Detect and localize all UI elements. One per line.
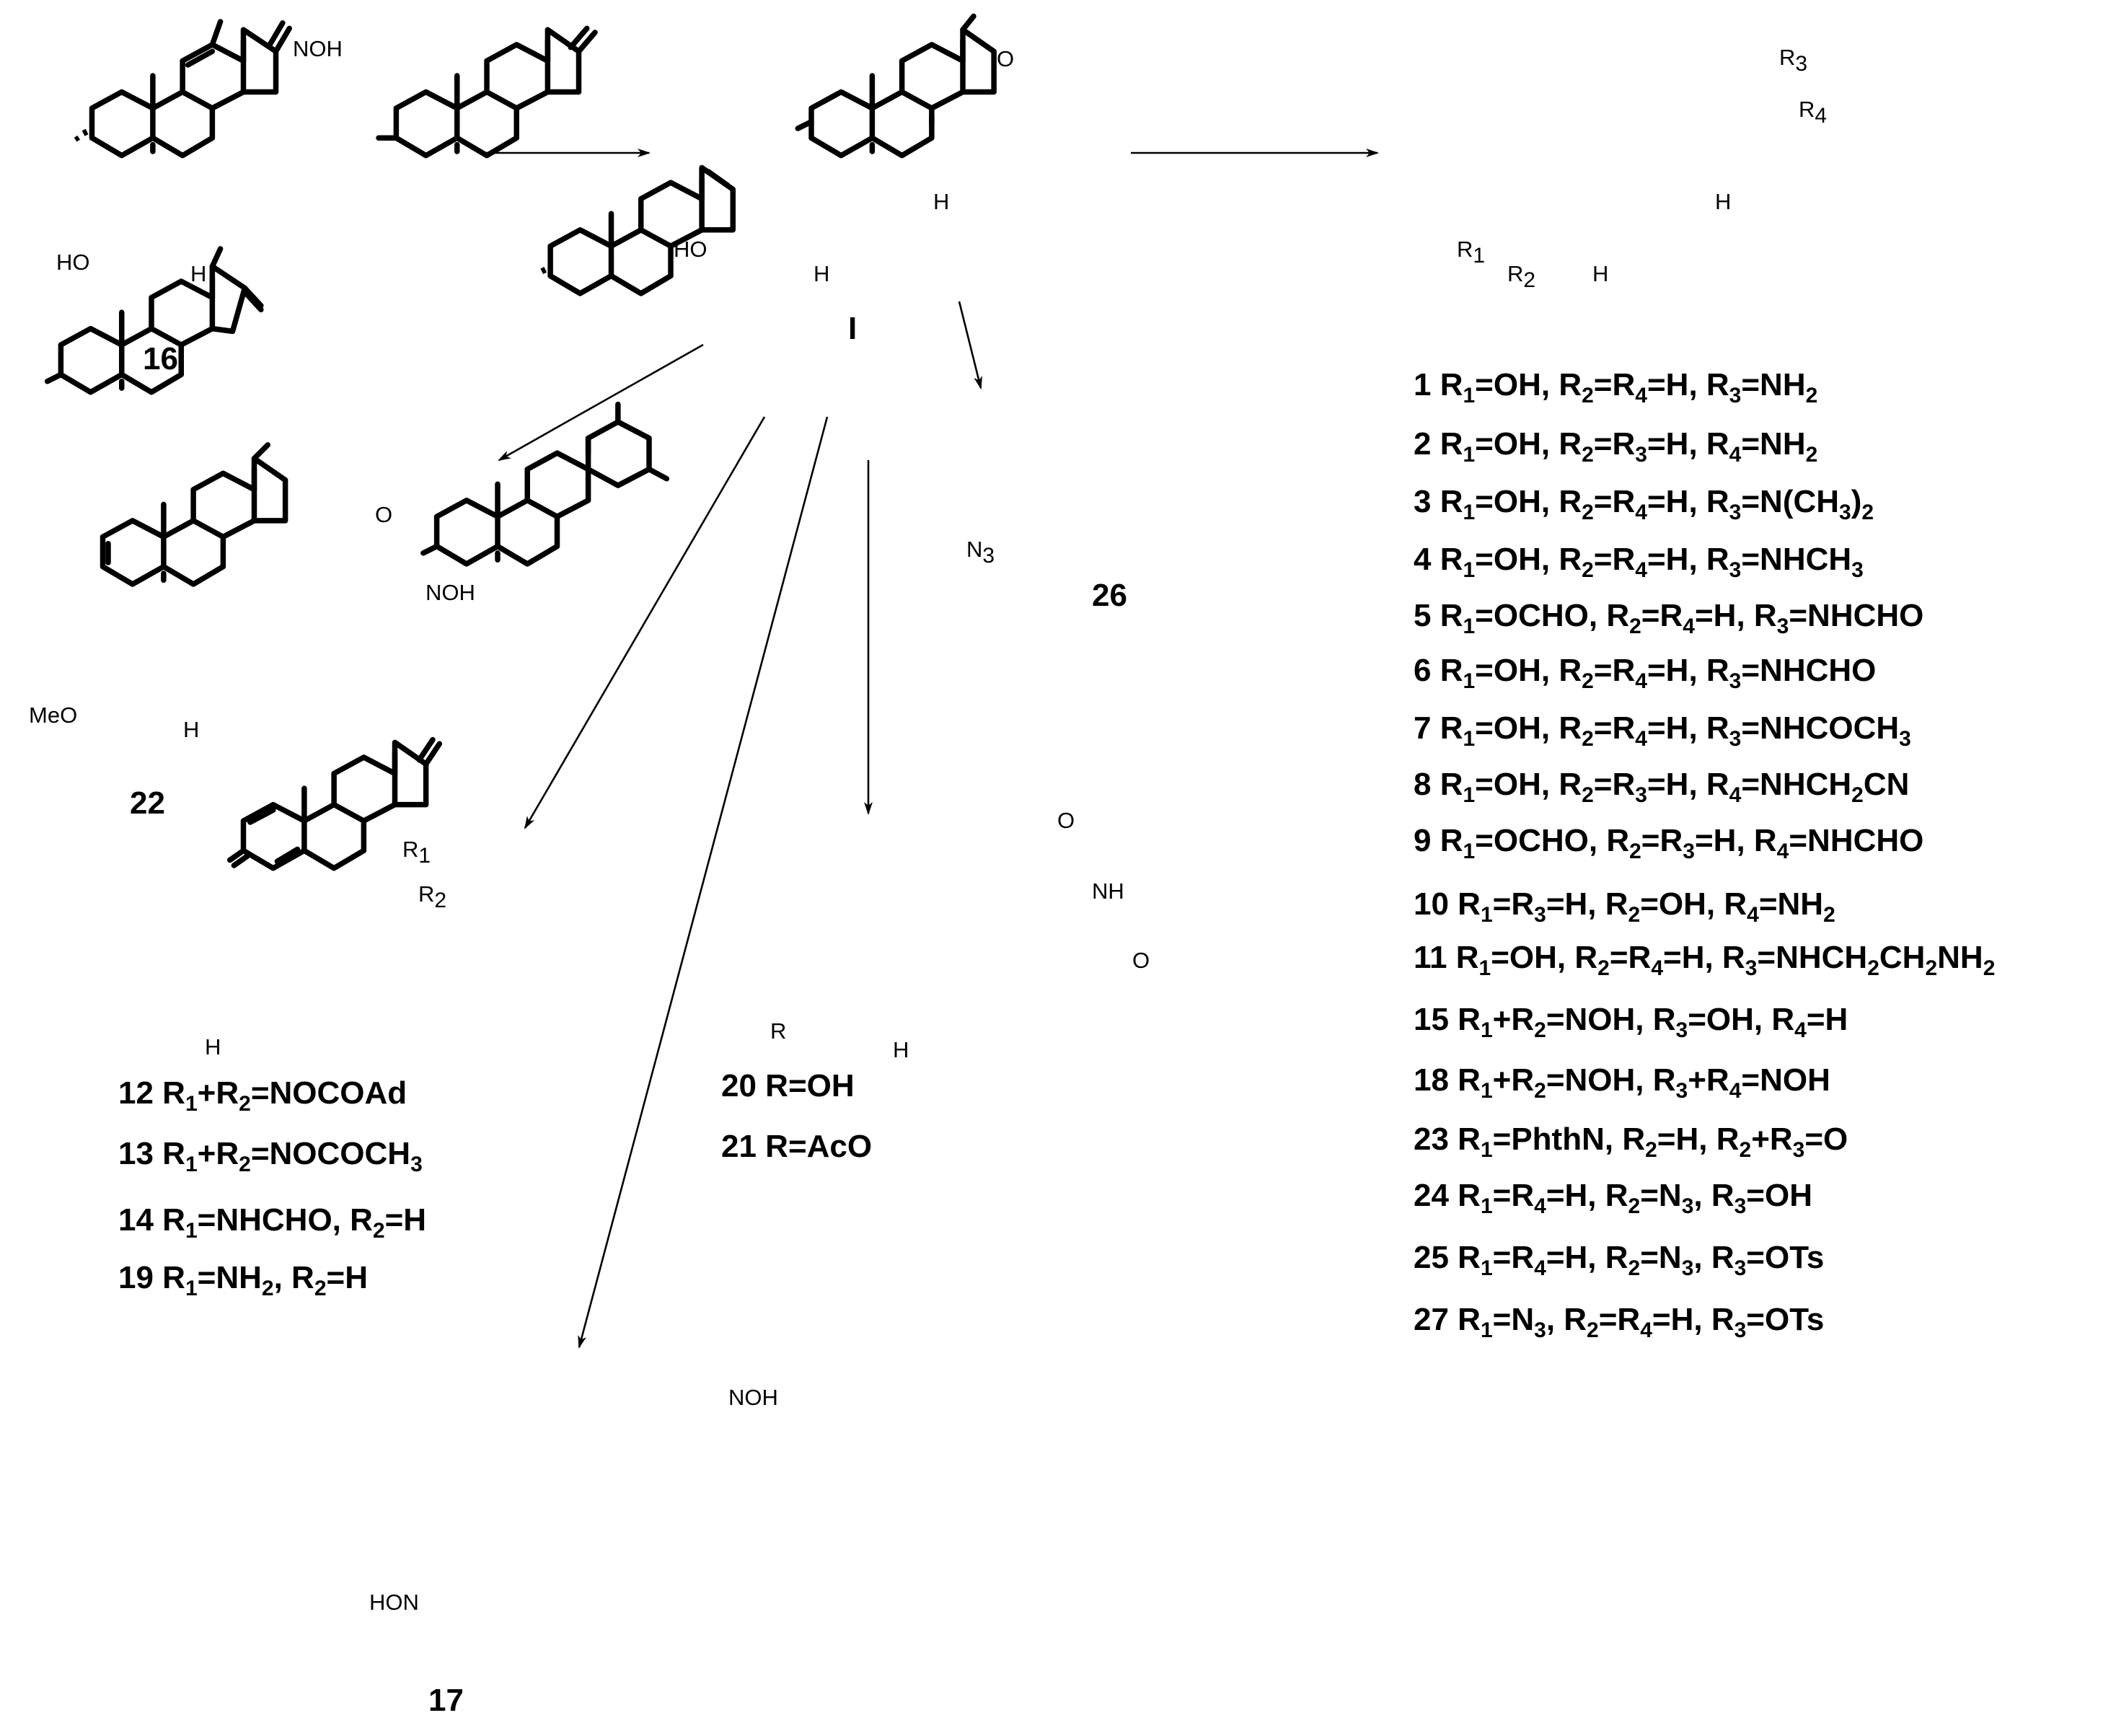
c20-nh-label: NH (1092, 878, 1124, 904)
compound-17-number: 17 (428, 1683, 464, 1718)
c16-noh-label: NOH (293, 36, 343, 61)
c20-o2-label: O (1132, 948, 1150, 973)
substituent-list-left: 12 R1+R2=NOCOAd 13 R1+R2=NOCOCH3 14 R1=NHC… (118, 1075, 426, 1300)
list-row-5: 5 R1=OCHO, R2=R4=H, R3=NHCHO (1414, 598, 1923, 638)
arrow-I-to-26 (958, 301, 982, 389)
list-row-13: 13 R1+R2=NOCOCH3 (118, 1136, 423, 1176)
cI-h14-label: H (933, 189, 949, 214)
list-row-4: 4 R1=OH, R2=R4=H, R3=NHCH3 (1414, 542, 1864, 582)
arrow-I-to-22 (498, 343, 704, 462)
cI-h5-label: H (814, 261, 829, 286)
c20-o1-label: O (1057, 808, 1075, 833)
list-row-15: 15 R1+R2=NOH, R3=OH, R4=H (1414, 1002, 1848, 1042)
compound-26-structure (540, 164, 736, 296)
list-row-25: 25 R1=R4=H, R2=N3, R3=OTs (1414, 1240, 1824, 1280)
c26-n3-label: N3 (966, 537, 995, 568)
c20-r-label: R (770, 1018, 786, 1044)
list-row-11: 11 R1=OH, R2=R4=H, R3=NHCH2CH2NH2 (1414, 940, 1995, 980)
c16-h-label: H (190, 261, 206, 286)
mid-list-row-1: 21 R=AcO (721, 1129, 872, 1164)
c17-hon-label: HON (369, 1590, 419, 1615)
compound-16-number: 16 (143, 341, 178, 376)
compound-16-structure (74, 19, 292, 159)
generic-r1-label: R1 (1457, 237, 1485, 268)
list-row-18: 18 R1+R2=NOH, R3+R4=NOH (1414, 1062, 1830, 1103)
compound-20-structure (420, 401, 670, 567)
list-row-9: 9 R1=OCHO, R2=R3=H, R4=NHCHO (1414, 823, 1923, 863)
cI-o-label: O (997, 46, 1014, 71)
mid-list-row-0: 20 R=OH (721, 1068, 855, 1103)
substituent-list-right: 1 R1=OH, R2=R4=H, R3=NH2 2 R1=OH, R2=R3=H… (1414, 367, 1995, 1342)
generic-r4-label: R4 (1799, 97, 1827, 128)
generic-r2-label: R2 (1507, 261, 1535, 292)
arrow-I-to-17 (578, 416, 829, 1349)
reaction-arrows (485, 149, 1379, 1349)
c16-ho-label: HO (56, 250, 90, 275)
c12-h-label: H (205, 1034, 221, 1059)
c22-meo-label: MeO (29, 702, 77, 728)
generic-h5-label: H (1592, 261, 1608, 286)
list-row-23: 23 R1=PhthN, R2=H, R2+R3=O (1414, 1122, 1848, 1162)
compound-26-number: 26 (1092, 578, 1127, 613)
generic-h14-label: H (1715, 189, 1731, 214)
list-row-14: 14 R1=NHCHO, R2=H (118, 1202, 426, 1243)
compound-17-structure (227, 736, 443, 871)
compound-I-number: I (848, 311, 857, 346)
generic-r3-label: R3 (1779, 45, 1807, 76)
generic-product-structure (795, 13, 997, 159)
compound-22-number: 22 (130, 785, 165, 821)
compound-I-structure (376, 25, 598, 159)
list-row-12: 12 R1+R2=NOCOAd (118, 1075, 407, 1116)
list-row-10: 10 R1=R3=H, R2=OH, R4=NH2 (1414, 886, 1835, 927)
list-row-7: 7 R1=OH, R2=R4=H, R3=NHCOCH3 (1414, 710, 1911, 751)
c12-r2-label: R2 (418, 881, 446, 912)
c12-r1-label: R1 (402, 837, 431, 868)
list-row-1: 1 R1=OH, R2=R4=H, R3=NH2 (1414, 367, 1817, 407)
list-row-8: 8 R1=OH, R2=R3=H, R4=NHCH2CN (1414, 767, 1909, 807)
substituent-list-middle: 20 R=OH 21 R=AcO (721, 1068, 872, 1164)
list-row-3: 3 R1=OH, R2=R4=H, R3=N(CH3)2 (1414, 484, 1874, 524)
c20-h-label: H (893, 1037, 909, 1062)
compound-22-structure (44, 246, 264, 395)
c22-o-label: O (375, 502, 392, 527)
list-row-6: 6 R1=OH, R2=R4=H, R3=NHCHO (1414, 653, 1876, 693)
list-row-19: 19 R1=NH2, R2=H (118, 1260, 368, 1300)
compound-12-structure (100, 442, 288, 587)
c22-h-label: H (183, 717, 199, 742)
list-row-24: 24 R1=R4=H, R2=N3, R3=OH (1414, 1178, 1812, 1218)
c22-noh-label: NOH (426, 580, 475, 605)
list-row-2: 2 R1=OH, R2=R3=H, R4=NH2 (1414, 426, 1817, 467)
c17-noh-label: NOH (728, 1385, 778, 1410)
arrow-I-to-12 (524, 416, 766, 829)
list-row-27: 27 R1=N3, R2=R4=H, R3=OTs (1414, 1302, 1824, 1342)
